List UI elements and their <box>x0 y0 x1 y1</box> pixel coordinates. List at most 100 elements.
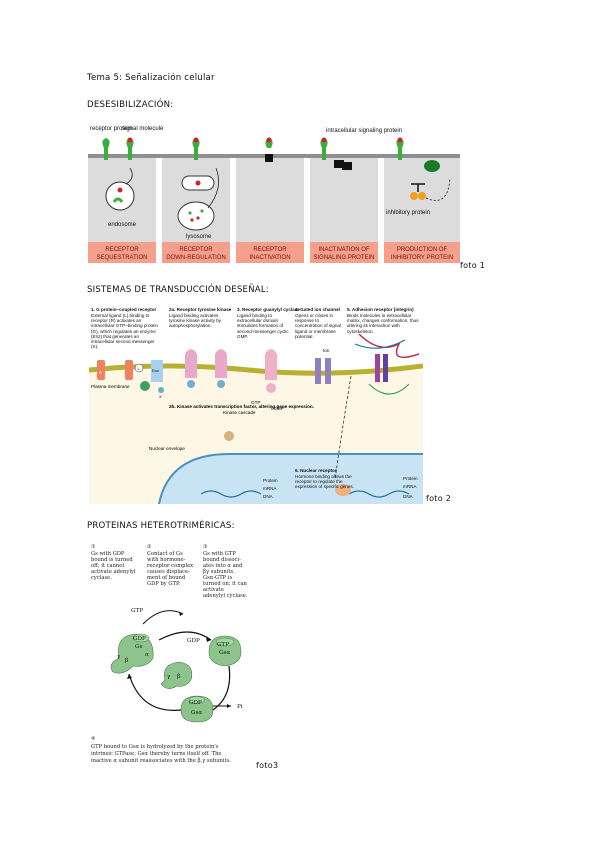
step-text: ates into α and <box>203 563 243 569</box>
panel-label: SEQUESTRATION <box>97 255 148 261</box>
figure-heterotrimeric-proteins: ① Gs with GDP bound is turned off; it ca… <box>89 540 269 776</box>
label-signal-molecule: signal molecule <box>122 126 164 132</box>
step-text: intrinsic GTPase; Gsα thereby turns itse… <box>91 751 221 757</box>
label-gamma: γ <box>117 654 121 660</box>
section-heading-transduction: SISTEMAS DE TRANSDUCCIÓN DESEÑAL: <box>87 285 269 295</box>
kinase-title: 2b. Kinase activates transcription facto… <box>169 404 314 409</box>
figure-caption-3: foto3 <box>256 761 279 770</box>
panel-label-boxes <box>88 242 460 263</box>
svg-text:L: L <box>138 366 141 371</box>
g-protein-receptor-icon: R L Enz X <box>97 360 164 399</box>
panel-label: RECEPTOR <box>179 247 213 253</box>
panel-body: External ligand (L) binding to receptor … <box>91 313 158 350</box>
step-text: cyclase. <box>91 575 112 581</box>
panel-body: Ligand binding activates tyrosine kinase… <box>169 313 222 329</box>
label-intracellular-signaling-protein: intracellular signaling protein <box>326 128 402 134</box>
figure-desensitization: receptor protein signal molecule intrace… <box>86 118 462 264</box>
step-text: inactive α subunit reassociates with the… <box>91 758 231 764</box>
panel-label: DOWN-REGULATION <box>166 255 226 261</box>
label-protein: Protein <box>263 478 278 483</box>
kinase-cascade-label: Kinase cascade <box>223 410 256 415</box>
step-number: ② <box>147 544 152 550</box>
label-cgmp: cGMP <box>271 406 284 411</box>
step-text: activate adenylyl <box>91 569 136 575</box>
figure-caption-2: foto 2 <box>426 494 452 503</box>
figure-transduction-systems: 1. G protein–coupled receptor External l… <box>89 304 423 504</box>
page-title: Tema 5: Señalización celular <box>87 73 215 83</box>
step-text: turned on; it can <box>203 581 248 587</box>
panel-label: INACTIVATION OF <box>318 247 369 253</box>
step-text: Gsα-GTP is <box>203 575 232 581</box>
label-gtp: GTP <box>217 642 229 648</box>
step-text: receptor complex <box>147 563 193 569</box>
svg-text:X: X <box>159 394 162 399</box>
receptor-icon <box>192 137 200 160</box>
label-beta: β <box>125 658 128 664</box>
panel-label: INACTIVATION <box>249 255 290 261</box>
label-mrna: mRNA <box>403 484 417 489</box>
integrin-icon <box>354 333 420 395</box>
guanylyl-cyclase-icon <box>265 349 277 393</box>
panel-backgrounds <box>88 156 460 248</box>
nuclear-receptor-title: 6. Nuclear receptor <box>295 468 337 473</box>
label-alpha: α <box>145 652 149 658</box>
label-dna: DNA <box>403 494 414 499</box>
panel-title: 2a. Receptor tyrosine kinase <box>169 307 232 312</box>
label-gdp: GDP <box>133 636 146 642</box>
step-number: ④ <box>91 736 96 742</box>
step-text: GDP by GTP. <box>147 581 180 587</box>
step-text: off; it cannot <box>91 563 125 569</box>
label-dna: DNA <box>263 494 274 499</box>
step-text: GTP bound to Gsα is hydrolyzed by the pr… <box>91 744 219 750</box>
receptor-icon <box>396 137 451 201</box>
dna-strand-icon <box>200 484 410 498</box>
step-number: ① <box>91 544 96 550</box>
panel-title: 1. G protein–coupled receptor <box>91 307 157 312</box>
step-text: bound dissoci- <box>203 557 241 563</box>
label-gamma: γ <box>167 674 171 680</box>
label-gtp: GTP <box>251 400 260 405</box>
label-pi: Pi <box>237 704 243 710</box>
svg-text:R: R <box>99 370 102 375</box>
label-gsa: Gsα <box>219 650 230 656</box>
step-text: activate <box>203 587 224 593</box>
receptor-icon <box>102 137 134 160</box>
label-receptor-protein: receptor protein <box>90 126 132 132</box>
panel-label: RECEPTOR <box>105 247 139 253</box>
panel-body: Ligand binding to extracellular domain s… <box>237 313 289 339</box>
label-gs: Gs <box>135 644 142 650</box>
step-text: adenylyl cyclase. <box>203 593 248 599</box>
label-plasma-membrane: Plasma membrane <box>91 384 130 389</box>
label-inhibitory-protein: inhibitory protein <box>386 210 430 216</box>
step-text: Contact of Gs <box>147 551 183 557</box>
step-text: βγ subunits. <box>203 569 235 575</box>
panel-title: 5. Adhesion receptor (integrin) <box>347 307 414 312</box>
svg-text:Enz: Enz <box>152 368 159 373</box>
section-heading-desensitization: DESESIBILIZACIÓN: <box>87 100 174 110</box>
panel-body: Binds molecules in extracellular matrix,… <box>347 313 419 334</box>
step-text: ment of bound <box>147 575 186 581</box>
step-text: Gs with GDP <box>91 551 125 557</box>
label-protein: Protein <box>403 476 418 481</box>
step-text: causes displace- <box>147 569 190 575</box>
panel-label: RECEPTOR <box>253 247 287 253</box>
endosome-shape <box>105 181 135 211</box>
label-gdp: GDP <box>187 638 200 644</box>
label-beta: β <box>177 674 180 680</box>
label-endosome: endosome <box>108 222 137 228</box>
label-gdp: GDP <box>189 700 202 706</box>
receptor-icon <box>265 137 273 162</box>
receptor-tyrosine-kinase-icon <box>185 349 234 441</box>
step-text: Gs with GTP <box>203 551 236 557</box>
nuclear-receptor-body: Hormone binding allows the receptor to r… <box>295 474 354 490</box>
step-text: bound is turned <box>91 557 133 563</box>
panel-title: 4. Gated ion channel <box>295 307 340 312</box>
panel-label: PRODUCTION OF <box>397 247 448 253</box>
label-lysosome: lysosome <box>186 234 212 240</box>
dashed-arrow <box>334 375 352 481</box>
panel-label: INHIBITORY PROTEIN <box>391 255 453 261</box>
label-mrna: mRNA <box>263 486 277 491</box>
step-text: with hormone- <box>147 557 186 563</box>
panel-title: 3. Receptor guanylyl cyclase <box>237 307 300 312</box>
label-gsa: Gsα <box>191 710 202 716</box>
